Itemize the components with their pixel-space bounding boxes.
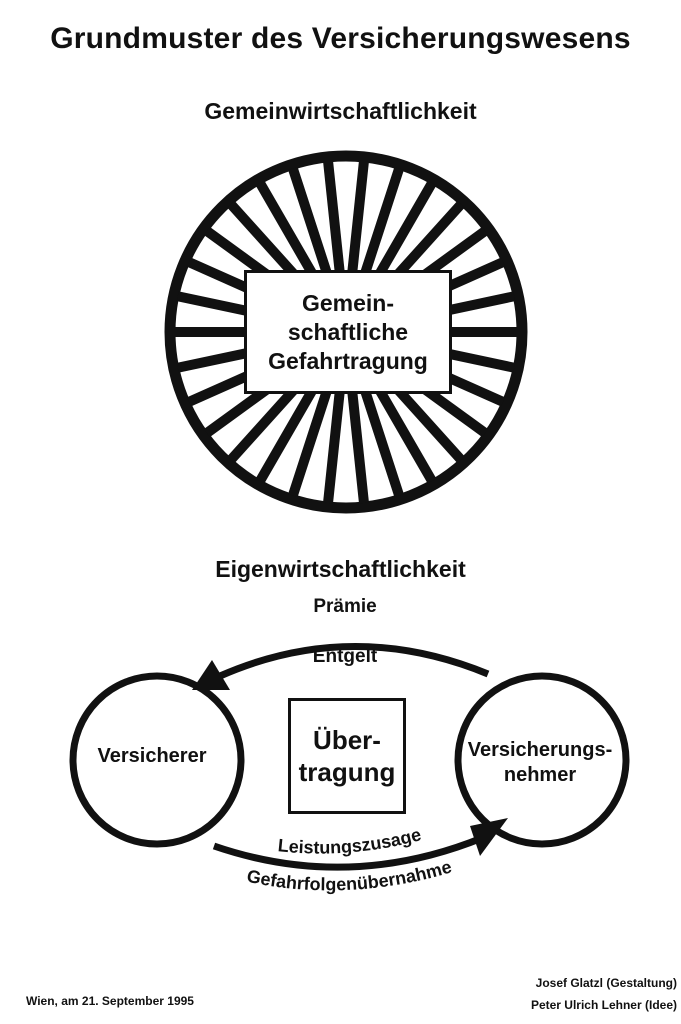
label-vn-line-2: nehmer	[503, 764, 577, 786]
credit-idea: Peter Ulrich Lehner (Idee)	[530, 998, 677, 1012]
box-line-1: Gemein-	[301, 289, 395, 316]
arrow-top-arc	[218, 643, 490, 680]
label-versicherer: Versicherer	[97, 745, 207, 767]
footer-credits: Josef Glatzl (Gestaltung) Peter Ulrich L…	[531, 972, 677, 1016]
circle-versicherungsnehmer	[454, 672, 630, 848]
label-versicherungsnehmer: Versicherungs- nehmer	[440, 738, 640, 788]
arrow-bottom-head	[470, 818, 508, 856]
box-line-2: schaftliche	[287, 318, 409, 345]
label-vn-line-1: Versicherungs-	[467, 739, 613, 761]
label-praemie: Prämie	[313, 596, 377, 617]
transfer-line-1: Über-	[313, 725, 381, 755]
heading-eigenwirtschaftlichkeit: Eigenwirtschaftlichkeit	[215, 556, 466, 582]
heading-gemeinwirtschaftlichkeit: Gemeinwirtschaftlichkeit	[204, 98, 477, 124]
box-gemeinschaftliche-gefahrtragung: Gemein- schaftliche Gefahrtragung	[244, 270, 452, 394]
transfer-line-2: tragung	[298, 757, 396, 787]
arrow-bottom-arc	[212, 834, 484, 871]
box-line-3: Gefahrtragung	[268, 347, 428, 374]
arrow-top-head	[192, 660, 230, 690]
label-leistungszusage: Leistungszusage	[277, 824, 423, 857]
circle-versicherer	[69, 672, 245, 848]
box-uebertragung: Über- tragung	[288, 698, 406, 814]
wheel-rim	[164, 150, 528, 514]
footer-date: Wien, am 21. September 1995	[26, 994, 194, 1008]
page-title: Grundmuster des Versicherungswesens	[50, 22, 631, 55]
credit-design: Josef Glatzl (Gestaltung)	[535, 976, 677, 990]
label-entgelt: Entgelt	[312, 646, 378, 667]
